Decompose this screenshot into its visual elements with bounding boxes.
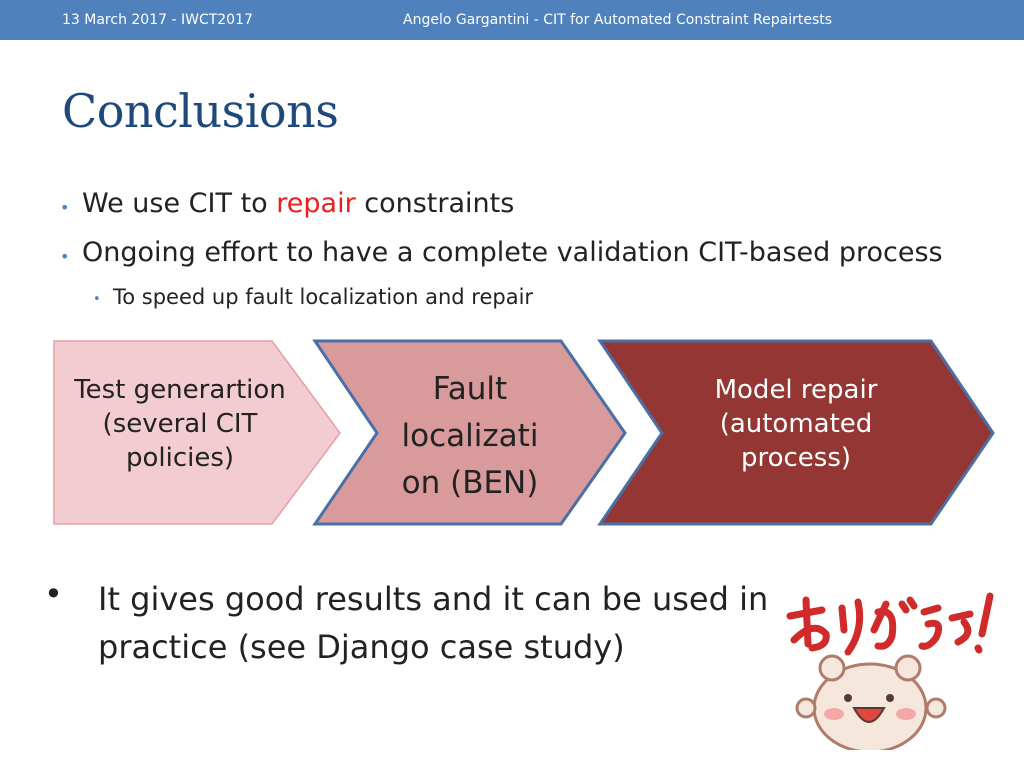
flow-step-2-line: on (BEN): [401, 465, 539, 502]
header-date: 13 March 2017 - IWCT2017: [62, 12, 253, 28]
slide-title: Conclusions: [62, 84, 339, 138]
flow-step-2-line: localizati: [401, 418, 539, 455]
thank-you-bear-sticker-icon: [786, 592, 994, 750]
bullet-dot-icon: •: [60, 247, 70, 266]
flow-step-2-label: Fault localizati on (BEN): [380, 366, 560, 507]
flow-step-test-generation: [53, 340, 341, 525]
flow-step-1-line: (several CIT: [102, 408, 258, 439]
slide-header-bar: 13 March 2017 - IWCT2017 Angelo Garganti…: [0, 0, 1024, 40]
flow-step-3-label: Model repair (automated process): [676, 374, 916, 475]
bullet-1-post: constraints: [355, 188, 515, 219]
bullet-dot-icon: •: [93, 292, 101, 307]
flow-step-1-line: policies): [125, 442, 235, 473]
closing-bullet-text: It gives good results and it can be used…: [98, 580, 769, 666]
flow-step-3-line: Model repair: [714, 375, 878, 405]
sub-bullet: • To speed up fault localization and rep…: [93, 285, 534, 309]
flow-step-model-repair: [597, 339, 995, 526]
sub-bullet-text: To speed up fault localization and repai…: [113, 285, 534, 309]
bullet-2-text: Ongoing effort to have a complete valida…: [82, 237, 943, 268]
bullet-1-highlight: repair: [276, 188, 356, 219]
bullet-1: • We use CIT to repair constraints: [60, 188, 515, 219]
flow-step-1-label: Test generartion (several CIT policies): [60, 374, 300, 475]
flow-step-2-line: Fault: [432, 371, 508, 407]
closing-bullet-dot: •: [44, 575, 63, 613]
header-author-title: Angelo Gargantini - CIT for Automated Co…: [403, 12, 833, 28]
flow-step-fault-localization: [312, 339, 627, 526]
process-flow-diagram: [53, 339, 995, 526]
flow-step-1-line: Test generartion: [74, 375, 286, 405]
bullet-1-pre: We use CIT to: [82, 188, 277, 219]
bullet-dot-icon: •: [60, 198, 70, 217]
bullet-2: • Ongoing effort to have a complete vali…: [60, 237, 943, 268]
flow-step-3-line: (automated: [719, 408, 873, 439]
flow-step-3-line: process): [740, 442, 852, 473]
